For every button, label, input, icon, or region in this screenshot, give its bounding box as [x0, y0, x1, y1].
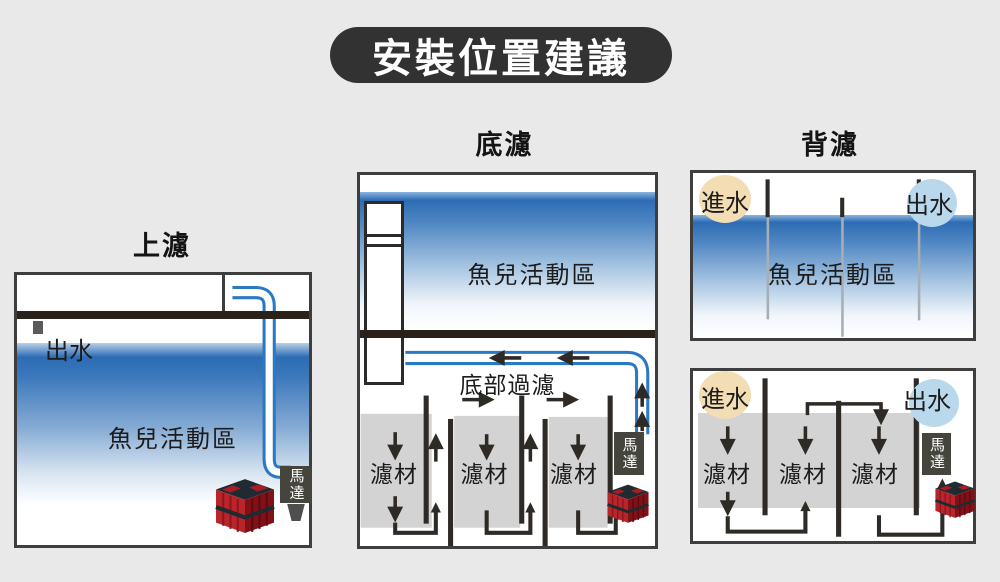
water-out-label: 出水: [905, 192, 953, 219]
water-in-label: 進水: [701, 190, 749, 217]
motor-box: 馬達: [280, 466, 312, 503]
fish-area-label: 魚兒活動區: [768, 262, 898, 289]
flow-arrow-up-icon: [634, 382, 651, 432]
water-out-label: 出水: [45, 338, 93, 365]
sump-filter-title: 底濾: [475, 130, 534, 160]
top-filter-title: 上濾: [133, 231, 191, 261]
fish-area-label: 魚兒活動區: [108, 426, 238, 453]
flow-arrow-up-icon: [430, 502, 536, 513]
media-label: 濾材: [703, 461, 751, 487]
back-filter-chamber: 進水 出水 濾材 濾材 濾材 馬達: [690, 368, 976, 544]
pump-icon: [934, 471, 976, 527]
fish-area-label: 魚兒活動區: [467, 262, 598, 289]
motor-label: 馬達: [287, 467, 305, 502]
motor-box: 馬達: [614, 432, 644, 475]
motor-label: 馬達: [928, 437, 945, 471]
inlet-highlight: [699, 175, 751, 223]
underflow-path: [393, 510, 618, 535]
back-filter-title: 背濾: [801, 130, 859, 160]
pump-icon: [213, 476, 277, 534]
tray-divider: [222, 275, 225, 313]
overflow-weir-line: [367, 244, 401, 247]
tank-divider: [360, 330, 655, 338]
outlet-highlight: [907, 179, 957, 227]
baffle: [765, 179, 921, 218]
water-in-label: 進水: [701, 386, 749, 413]
media-label: 濾材: [370, 461, 418, 487]
media-label: 濾材: [779, 461, 827, 487]
water-area: [360, 192, 655, 330]
title-badge: 安裝位置建議: [330, 27, 672, 83]
media-label: 濾材: [851, 461, 899, 487]
media-label: 濾材: [460, 461, 509, 487]
water-area: [693, 215, 973, 338]
outlet-highlight: [909, 379, 959, 427]
sump-filter-tank: 魚兒活動區 底部過濾 濾材 濾材 濾材 馬達: [357, 172, 658, 549]
motor-box: 馬達: [922, 433, 951, 475]
back-filter-display-tank: 進水 出水 魚兒活動區: [690, 170, 976, 341]
filter-tray-bottom: [17, 311, 309, 319]
flow-arrow-left-icon: [488, 349, 590, 366]
top-filter-tank: 出水 魚兒活動區 馬達: [14, 272, 312, 548]
media-label: 濾材: [550, 461, 598, 487]
outlet-spout-icon: [33, 321, 43, 334]
overflow-weir-line: [367, 234, 401, 237]
inlet-highlight: [699, 371, 751, 419]
overflow-box: [364, 201, 404, 385]
intake-strainer-icon: [287, 504, 305, 521]
page-title: 安裝位置建議: [372, 37, 630, 81]
pump-icon: [606, 474, 650, 532]
motor-label: 馬達: [620, 436, 638, 471]
water-out-label: 出水: [903, 388, 951, 415]
bottom-filtration-label: 底部過濾: [459, 372, 556, 398]
